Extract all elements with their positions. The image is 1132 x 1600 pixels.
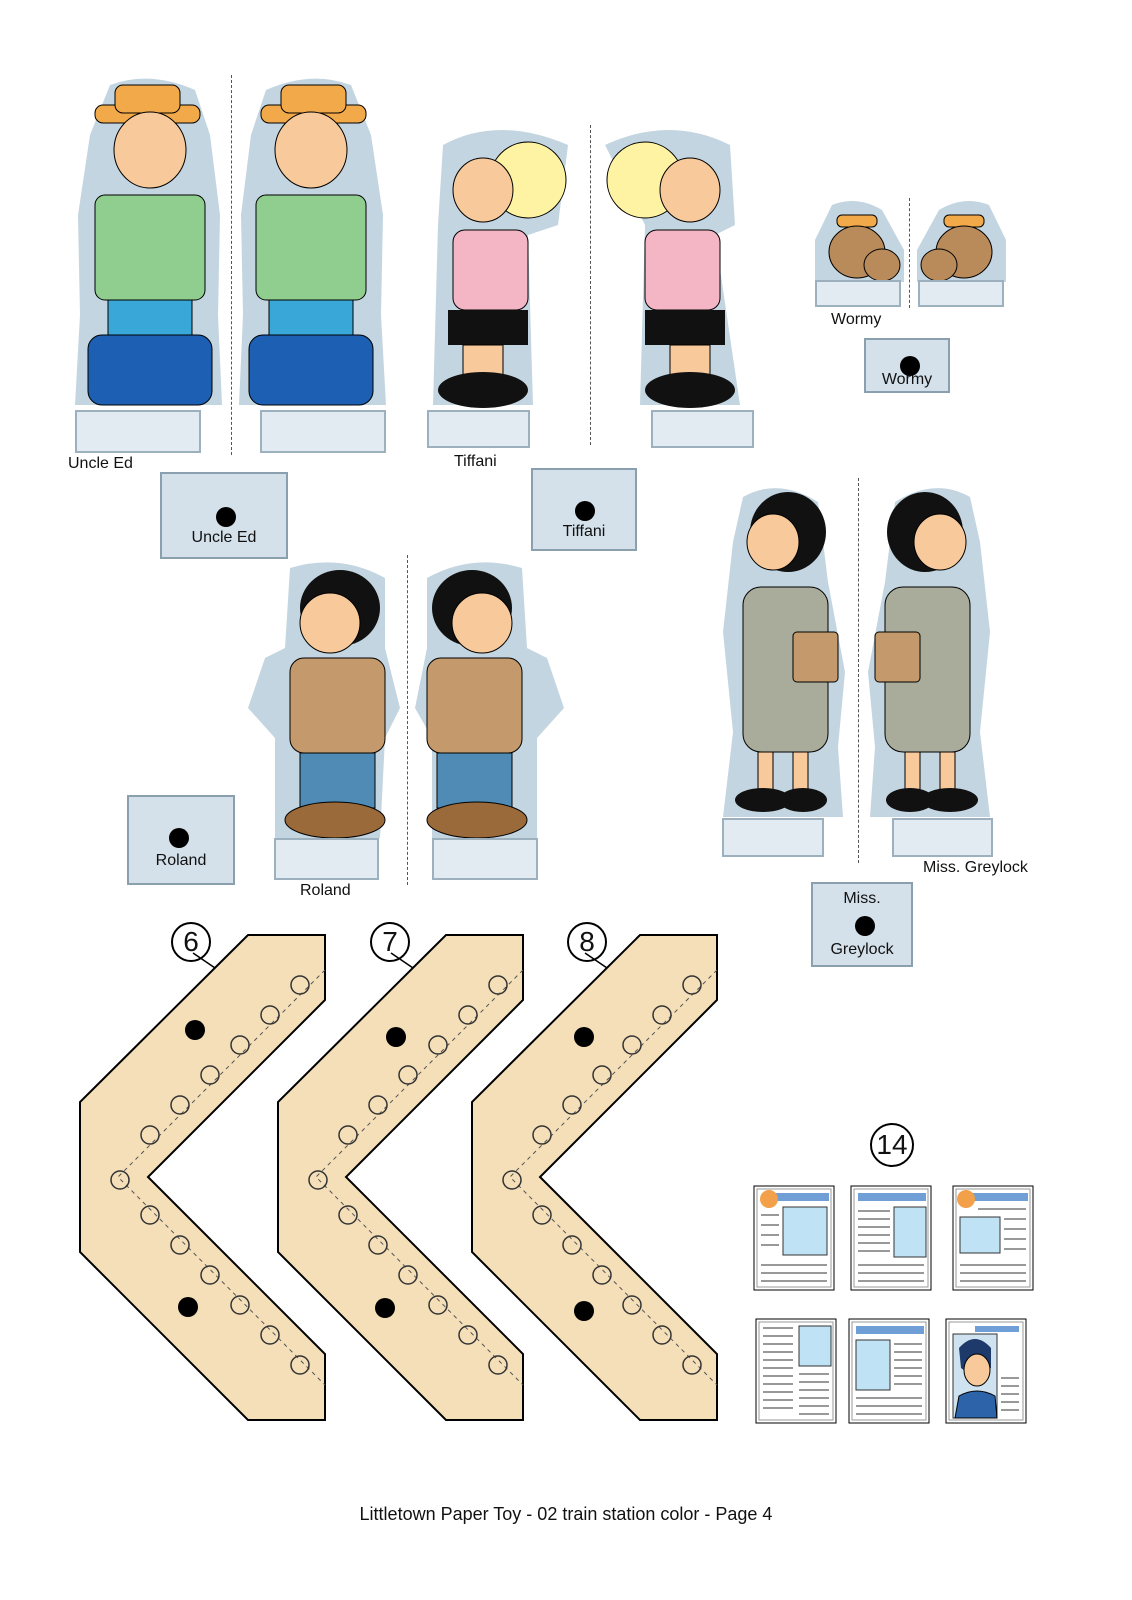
wormy-figure-icon <box>917 201 1006 282</box>
uncle-ed-fold-line <box>231 75 232 455</box>
miss-greylock-tab-label-line1: Miss. <box>843 890 881 907</box>
newspaper-3[interactable] <box>952 1185 1034 1291</box>
tiffani-front-base <box>427 410 530 448</box>
roland-back-cutout[interactable] <box>412 558 567 843</box>
newspaper-6[interactable] <box>945 1318 1027 1424</box>
hole-dot-icon <box>575 501 595 521</box>
miss-greylock-figure-icon <box>868 488 990 817</box>
newspaper-5[interactable] <box>848 1318 930 1424</box>
uncle-ed-figure-icon <box>75 78 222 406</box>
hole-dot-icon <box>900 356 920 376</box>
wormy-fold-line <box>909 198 910 308</box>
uncle-ed-label: Uncle Ed <box>68 455 133 472</box>
roland-tab[interactable]: Roland <box>127 795 235 885</box>
hole-dot-icon <box>216 507 236 527</box>
miss-greylock-fold-line <box>858 478 859 863</box>
newspaper-1[interactable] <box>753 1185 835 1291</box>
newspaper-icon <box>753 1185 835 1291</box>
newspaper-4[interactable] <box>755 1318 837 1424</box>
newspaper-icon <box>755 1318 837 1424</box>
part-number-8: 8 <box>567 922 607 962</box>
newspaper-icon <box>952 1185 1034 1291</box>
wormy-tab-label: Wormy <box>881 371 933 388</box>
roland-figure-icon <box>415 562 564 839</box>
uncle-ed-tab-label: Uncle Ed <box>191 529 257 546</box>
miss-greylock-label: Miss. Greylock <box>923 859 1028 876</box>
miss-greylock-front-cutout[interactable] <box>718 482 848 822</box>
part-number-7: 7 <box>370 922 410 962</box>
wormy-front-cutout[interactable] <box>812 200 907 285</box>
hole-dot-icon <box>855 916 875 936</box>
newspaper-icon <box>850 1185 932 1291</box>
wormy-tab[interactable]: Wormy <box>864 338 950 393</box>
roland-back-base <box>432 838 538 880</box>
tiffani-back-base <box>651 410 754 448</box>
uncle-ed-front-cutout[interactable] <box>70 75 225 420</box>
miss-greylock-tab[interactable]: Miss. Greylock <box>811 882 913 967</box>
tiffani-figure-icon <box>605 130 740 408</box>
uncle-ed-front-base <box>75 410 201 453</box>
miss-greylock-back-base <box>892 818 993 857</box>
rail-chevron-icon <box>471 934 718 1421</box>
wormy-back-base <box>918 280 1004 307</box>
wormy-back-cutout[interactable] <box>914 200 1009 285</box>
page-footer: Littletown Paper Toy - 02 train station … <box>359 1504 773 1524</box>
rail-piece-7[interactable] <box>276 930 526 1425</box>
tiffani-tab[interactable]: Tiffani <box>531 468 637 551</box>
uncle-ed-figure-icon <box>239 78 386 406</box>
uncle-ed-tab[interactable]: Uncle Ed <box>160 472 288 559</box>
uncle-ed-back-cutout[interactable] <box>236 75 391 420</box>
tiffani-label: Tiffani <box>454 453 497 470</box>
miss-greylock-front-base <box>722 818 824 857</box>
wormy-front-base <box>815 280 901 307</box>
tiffani-tab-label: Tiffani <box>562 523 606 540</box>
wormy-label: Wormy <box>831 311 882 328</box>
tiffani-fold-line <box>590 125 591 445</box>
rail-chevron-icon <box>277 934 524 1421</box>
roland-front-base <box>274 838 379 880</box>
miss-greylock-figure-icon <box>723 488 845 817</box>
part-number-14: 14 <box>870 1123 914 1167</box>
roland-label: Roland <box>300 882 351 899</box>
roland-figure-icon <box>248 562 400 839</box>
roland-tab-label: Roland <box>155 852 207 869</box>
tiffani-figure-icon <box>433 130 568 408</box>
roland-front-cutout[interactable] <box>245 558 400 843</box>
newspaper-2[interactable] <box>850 1185 932 1291</box>
newspaper-icon <box>848 1318 930 1424</box>
roland-fold-line <box>407 555 408 885</box>
wormy-figure-icon <box>815 201 904 282</box>
newspaper-icon <box>945 1318 1027 1424</box>
tiffani-front-cutout[interactable] <box>428 125 573 415</box>
part-number-6: 6 <box>171 922 211 962</box>
rail-piece-8[interactable] <box>470 930 720 1425</box>
miss-greylock-tab-label-line2: Greylock <box>830 941 894 958</box>
hole-dot-icon <box>169 828 189 848</box>
uncle-ed-back-base <box>260 410 386 453</box>
rail-piece-6[interactable] <box>78 930 328 1425</box>
tiffani-back-cutout[interactable] <box>600 125 745 415</box>
rail-chevron-icon <box>79 934 326 1421</box>
miss-greylock-back-cutout[interactable] <box>865 482 995 822</box>
